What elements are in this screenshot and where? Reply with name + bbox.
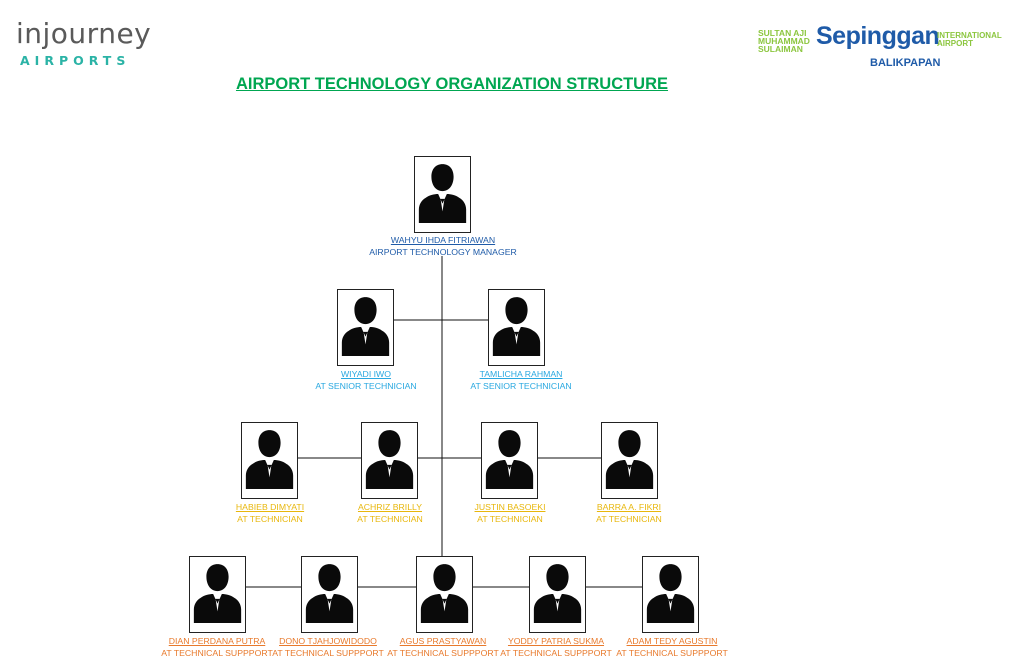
support-5-label: ADAM TEDY AGUSTIN AT TECHNICAL SUPPPORT: [616, 635, 728, 660]
senior-2-photo-box: [488, 289, 545, 366]
support-1-name: DIAN PERDANA PUTRA: [168, 636, 266, 646]
support-4-label: YODDY PATRIA SUKMA AT TECHNICAL SUPPPORT: [500, 635, 612, 660]
person-silhouette-icon: [245, 430, 294, 489]
page-title: AIRPORT TECHNOLOGY ORGANIZATION STRUCTUR…: [235, 75, 669, 93]
support-3-photo-box: [416, 556, 473, 633]
technician-1-role: AT TECHNICIAN: [237, 514, 303, 525]
technician-2-name: ACHRIZ BRILLY: [357, 502, 423, 512]
support-5-name: ADAM TEDY AGUSTIN: [626, 636, 718, 646]
support-4-name: YODDY PATRIA SUKMA: [507, 636, 605, 646]
person-silhouette-icon: [533, 564, 582, 623]
senior-1-photo-box: [337, 289, 394, 366]
person-silhouette-icon: [485, 430, 534, 489]
technician-4-name: BARRA A. FIKRI: [596, 502, 662, 512]
senior-1-name: WIYADI IWO: [340, 369, 392, 379]
manager-label: WAHYU IHDA FITRIAWAN AIRPORT TECHNOLOGY …: [369, 234, 517, 259]
person-silhouette-icon: [193, 564, 242, 623]
technician-3-role: AT TECHNICIAN: [477, 514, 543, 525]
support-2-photo-box: [301, 556, 358, 633]
technician-3-name: JUSTIN BASOEKI: [474, 502, 546, 512]
technician-4-photo-box: [601, 422, 658, 499]
support-1-photo-box: [189, 556, 246, 633]
support-2-role: AT TECHNICAL SUPPPORT: [272, 648, 384, 659]
logo-airport-name: Sepinggan: [816, 22, 940, 50]
technician-4-role: AT TECHNICIAN: [596, 514, 662, 525]
person-silhouette-icon: [492, 297, 541, 356]
logo-international-text: INTERNATIONAL AIRPORT: [937, 31, 1002, 48]
technician-2-photo-box: [361, 422, 418, 499]
technician-2-label: ACHRIZ BRILLY AT TECHNICIAN: [357, 501, 423, 526]
support-5-photo-box: [642, 556, 699, 633]
support-1-label: DIAN PERDANA PUTRA AT TECHNICAL SUPPPORT: [161, 635, 273, 660]
senior-2-label: TAMLICHA RAHMAN AT SENIOR TECHNICIAN: [470, 368, 571, 393]
technician-1-photo-box: [241, 422, 298, 499]
logo-location-text: BALIKPAPAN: [870, 57, 941, 69]
support-3-label: AGUS PRASTYAWAN AT TECHNICAL SUPPPORT: [387, 635, 499, 660]
manager-name: WAHYU IHDA FITRIAWAN: [390, 235, 496, 245]
support-5-role: AT TECHNICAL SUPPPORT: [616, 648, 728, 659]
person-silhouette-icon: [646, 564, 695, 623]
person-silhouette-icon: [605, 430, 654, 489]
senior-1-role: AT SENIOR TECHNICIAN: [315, 381, 417, 392]
technician-4-label: BARRA A. FIKRI AT TECHNICIAN: [596, 501, 662, 526]
technician-3-photo-box: [481, 422, 538, 499]
senior-1-label: WIYADI IWO AT SENIOR TECHNICIAN: [315, 368, 416, 393]
senior-2-name: TAMLICHA RAHMAN: [479, 369, 563, 379]
person-silhouette-icon: [341, 297, 390, 356]
injourney-airports-logo: injourney AIRPORTS: [16, 18, 176, 70]
technician-2-role: AT TECHNICIAN: [357, 514, 423, 525]
logo-city-text: SULTAN AJI MUHAMMAD SULAIMAN: [758, 28, 810, 54]
person-silhouette-icon: [365, 430, 414, 489]
person-silhouette-icon: [418, 164, 467, 223]
technician-3-label: JUSTIN BASOEKI AT TECHNICIAN: [475, 501, 546, 526]
sepinggan-airport-logo: SULTAN AJI MUHAMMAD SULAIMAN Sepinggan I…: [758, 22, 1008, 74]
technician-1-label: HABIEB DIMYATI AT TECHNICIAN: [236, 501, 304, 526]
manager-role: AIRPORT TECHNOLOGY MANAGER: [369, 247, 517, 258]
support-4-role: AT TECHNICAL SUPPPORT: [500, 648, 612, 659]
support-2-label: DONO TJAHJOWIDODO AT TECHNICAL SUPPPORT: [272, 635, 384, 660]
technician-1-name: HABIEB DIMYATI: [235, 502, 305, 512]
person-silhouette-icon: [305, 564, 354, 623]
person-silhouette-icon: [420, 564, 469, 623]
senior-2-role: AT SENIOR TECHNICIAN: [470, 381, 572, 392]
support-3-role: AT TECHNICAL SUPPPORT: [387, 648, 499, 659]
support-4-photo-box: [529, 556, 586, 633]
support-2-name: DONO TJAHJOWIDODO: [279, 636, 377, 646]
logo-sub-text: AIRPORTS: [20, 53, 131, 68]
manager-photo-box: [414, 156, 471, 233]
support-3-name: AGUS PRASTYAWAN: [399, 636, 487, 646]
support-1-role: AT TECHNICAL SUPPPORT: [161, 648, 273, 659]
logo-brand-text: injourney: [16, 17, 152, 50]
